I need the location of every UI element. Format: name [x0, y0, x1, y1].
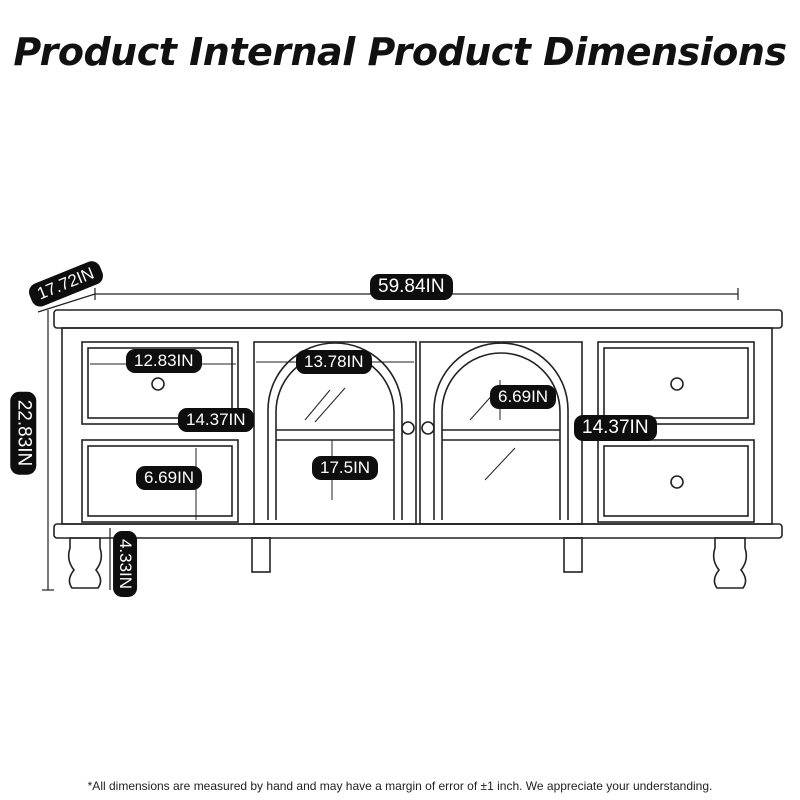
arch-height-label: 6.69IN	[490, 385, 557, 409]
width-label: 59.84IN	[370, 274, 453, 300]
door-shelf-height-label: 17.5IN	[312, 456, 379, 480]
left-drawer-height-label: 6.69IN	[136, 466, 203, 490]
page-title: Product Internal Product Dimensions	[13, 30, 787, 74]
right-drawer-depth-label: 14.37IN	[574, 415, 657, 441]
leg-height-label: 4.33IN	[113, 530, 138, 598]
left-drawer-width-label: 12.83IN	[126, 349, 202, 373]
footnote: *All dimensions are measured by hand and…	[87, 779, 713, 793]
left-drawer-depth-label: 14.37IN	[178, 408, 254, 432]
height-label: 22.83IN	[10, 391, 37, 475]
door-width-label: 13.78IN	[296, 350, 372, 374]
